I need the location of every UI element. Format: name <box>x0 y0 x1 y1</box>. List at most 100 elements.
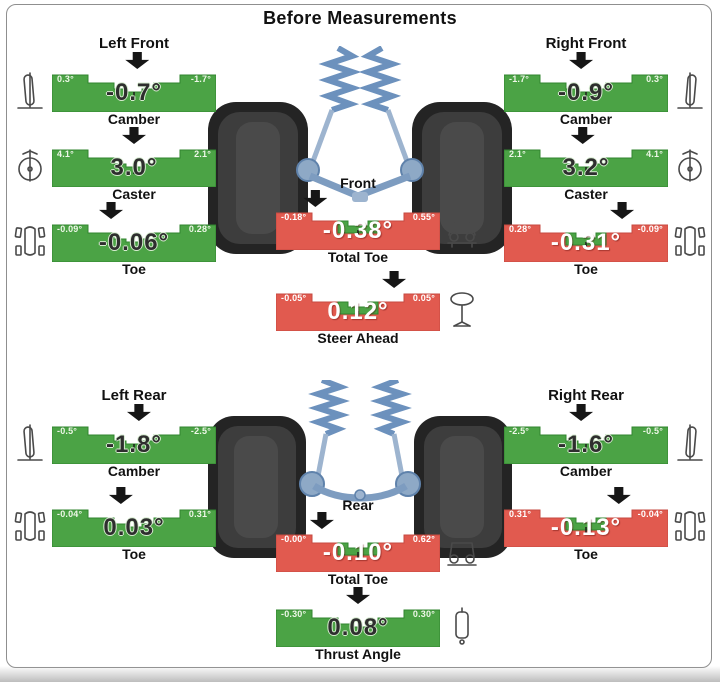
total-toe-label: Total Toe <box>327 249 389 265</box>
right-spec-label: 0.31° <box>188 509 211 519</box>
camber-value: -1.8° <box>106 431 162 458</box>
left-rear-panel: Left Rear -0.5° -2.5° -1.8° Camber <box>14 387 216 562</box>
left-spec-label: -0.09° <box>57 224 83 234</box>
left-spec-label: -0.00° <box>281 534 307 544</box>
right-spec-label: -1.7° <box>190 74 211 84</box>
gauge-bar <box>276 609 440 647</box>
front-suspension-illustration <box>208 46 512 254</box>
camber-icon <box>12 70 48 112</box>
left-spec-label: 4.1° <box>57 149 74 159</box>
gauge-bar <box>504 74 668 112</box>
gauge-bar <box>276 293 440 331</box>
indicator-arrow <box>610 202 635 219</box>
indicator-arrow <box>125 52 150 69</box>
indicator-arrow <box>569 52 594 69</box>
toe-value: -0.13° <box>550 514 622 541</box>
camber-icon <box>672 422 708 464</box>
left-rear-heading: Left Rear <box>101 387 167 404</box>
camber-value: -1.6° <box>558 431 614 458</box>
steering-column-icon <box>444 289 480 331</box>
toe-icon <box>12 220 48 262</box>
left-spec-label: -0.05° <box>281 293 307 303</box>
rear-axle-label: Rear <box>342 497 374 513</box>
right-rear-camber-gauge: -2.5° -0.5° -1.6° <box>504 422 703 464</box>
indicator-arrow <box>99 202 124 219</box>
indicator-arrow <box>122 127 146 144</box>
left-front-caster-gauge: 4.1° 2.1° 3.0° <box>18 145 216 187</box>
indicator-arrow <box>606 487 631 504</box>
camber-value: -0.7° <box>106 79 162 106</box>
left-spec-label: 2.1° <box>509 149 526 159</box>
rear-center-panel: Rear -0.00° 0.62° -0.10° Total Toe <box>276 497 477 662</box>
left-spec-label: -0.30° <box>281 609 307 619</box>
vehicle-front-icon <box>444 208 480 250</box>
gauge-bar <box>52 74 216 112</box>
total-toe-label: Total Toe <box>327 571 389 587</box>
right-spec-label: -0.09° <box>637 224 663 234</box>
right-spec-label: -0.5° <box>642 426 663 436</box>
toe-value: 0.03° <box>103 514 165 541</box>
camber-icon <box>12 422 48 464</box>
right-spec-label: 0.62° <box>412 534 435 544</box>
left-front-panel: Left Front 0.3° -1.7° -0.7° Camber <box>14 35 216 277</box>
front-center-panel: Front -0.18° 0.55° -0.38° Total Toe <box>276 175 477 346</box>
gauge-bar <box>504 224 668 262</box>
gauge-bar <box>52 426 216 464</box>
left-spec-label: -0.04° <box>57 509 83 519</box>
toe-icon <box>672 505 708 547</box>
right-spec-label: 0.05° <box>412 293 435 303</box>
gauge-bar <box>504 149 668 187</box>
indicator-arrow <box>309 512 334 529</box>
right-spec-label: 2.1° <box>194 149 211 159</box>
right-spec-label: -0.04° <box>637 509 663 519</box>
gauge-bar <box>52 509 216 547</box>
thrust-vehicle-icon <box>444 605 480 647</box>
left-rear-toe-gauge: -0.04° 0.31° 0.03° <box>14 505 216 547</box>
toe-label: Toe <box>574 546 598 562</box>
gauge-bar <box>276 534 440 572</box>
camber-icon <box>672 70 708 112</box>
right-rear-toe-gauge: 0.31° -0.04° -0.13° <box>504 505 706 547</box>
thrust-angle-gauge: -0.30° 0.30° 0.08° <box>276 605 469 647</box>
left-spec-label: 0.28° <box>509 224 532 234</box>
right-spec-label: 0.55° <box>412 212 435 222</box>
gauge-bar <box>52 224 216 262</box>
toe-value: -0.31° <box>550 229 622 256</box>
left-spec-label: -0.5° <box>57 426 78 436</box>
indicator-arrow <box>346 587 370 604</box>
toe-icon <box>12 505 48 547</box>
toe-value: -0.06° <box>98 229 170 256</box>
camber-label: Camber <box>559 463 613 479</box>
steer-ahead-value: 0.12° <box>327 298 389 325</box>
camber-value: -0.9° <box>558 79 614 106</box>
caster-icon <box>12 145 48 187</box>
right-spec-label: -2.5° <box>190 426 211 436</box>
toe-label: Toe <box>574 261 598 277</box>
right-front-caster-gauge: 2.1° 4.1° 3.2° <box>504 145 702 187</box>
left-spec-label: 0.3° <box>57 74 74 84</box>
right-front-camber-gauge: -1.7° 0.3° -0.9° <box>504 70 703 112</box>
vehicle-rear-icon <box>444 530 480 572</box>
camber-label: Camber <box>107 463 161 479</box>
gauge-bar <box>504 509 668 547</box>
left-front-toe-gauge: -0.09° 0.28° -0.06° <box>14 220 216 262</box>
indicator-arrow <box>303 190 328 207</box>
right-spec-label: 0.28° <box>188 224 211 234</box>
right-front-toe-gauge: 0.28° -0.09° -0.31° <box>504 220 706 262</box>
caster-label: Caster <box>564 186 608 202</box>
left-front-heading: Left Front <box>99 35 169 52</box>
total-toe-value: -0.38° <box>322 217 394 244</box>
indicator-arrow <box>126 404 151 421</box>
front-axle-label: Front <box>340 175 376 191</box>
caster-label: Caster <box>112 186 156 202</box>
gauge-bar <box>276 212 440 250</box>
caster-value: 3.2° <box>562 154 610 181</box>
toe-label: Toe <box>122 261 146 277</box>
right-front-heading: Right Front <box>545 35 627 52</box>
left-spec-label: -2.5° <box>509 426 530 436</box>
steer-ahead-label: Steer Ahead <box>317 330 399 346</box>
right-spec-label: 0.3° <box>646 74 663 84</box>
right-spec-label: 0.30° <box>412 609 435 619</box>
rear-total-toe-gauge: -0.00° 0.62° -0.10° <box>276 530 477 572</box>
